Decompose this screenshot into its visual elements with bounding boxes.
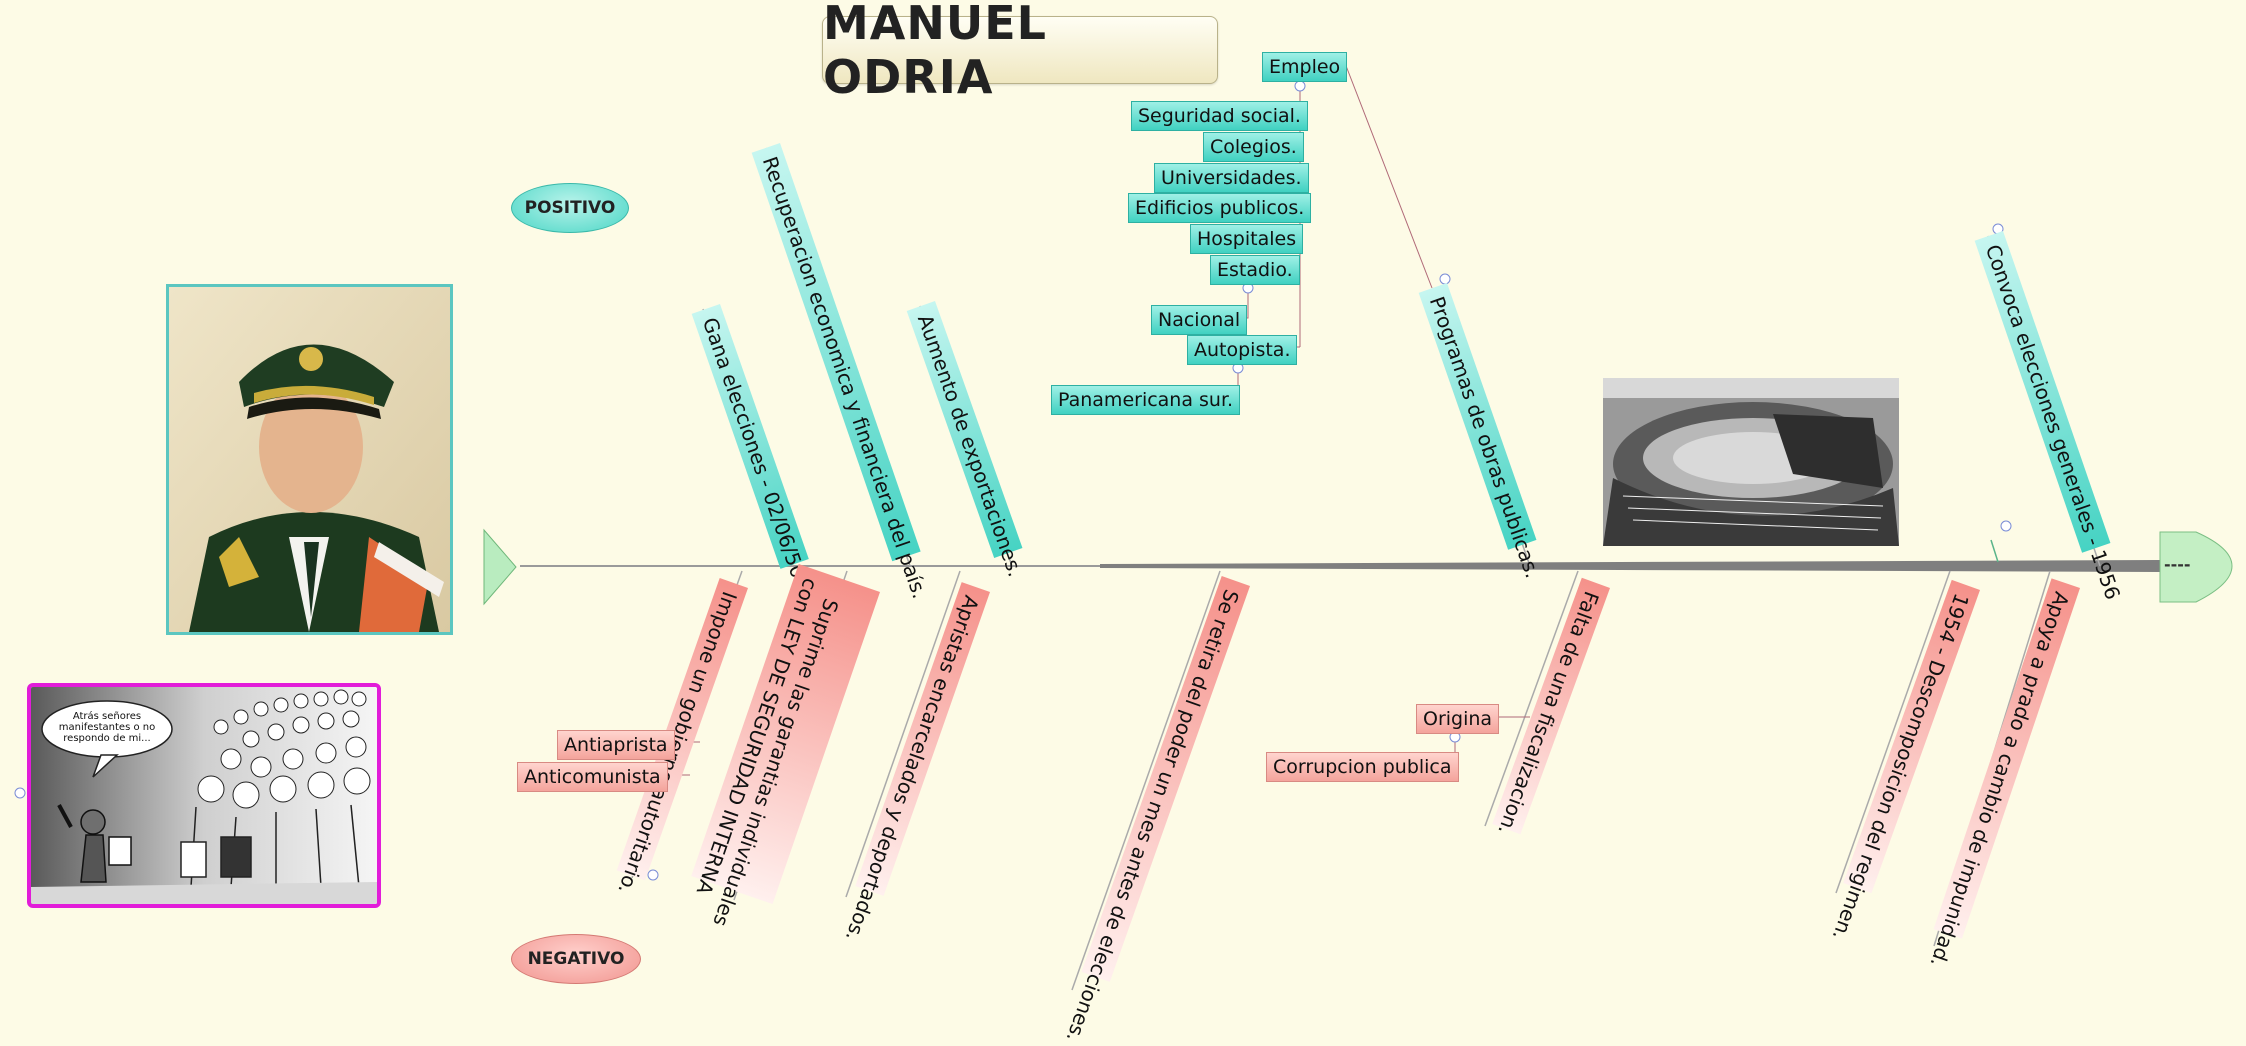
stadium-photo xyxy=(1603,378,1899,546)
topic-edificios-publicos[interactable]: Edificios publicos. xyxy=(1128,193,1312,223)
topic-estadio[interactable]: Estadio. xyxy=(1210,255,1300,285)
spine-head xyxy=(2159,531,2233,603)
odria-portrait xyxy=(166,284,453,635)
topic-autopista[interactable]: Autopista. xyxy=(1187,335,1298,365)
topic-anticomunista[interactable]: Anticomunista xyxy=(517,762,668,792)
head-label[interactable]: ---- xyxy=(2164,555,2191,574)
collapse-icon[interactable] xyxy=(1294,80,1306,92)
cartoon-image: Atrás señores manifestantes o no respond… xyxy=(27,683,381,908)
topic-colegios[interactable]: Colegios. xyxy=(1203,132,1304,162)
stadium-image xyxy=(1603,378,1899,546)
expand-icon[interactable] xyxy=(14,787,26,799)
bone-line xyxy=(845,570,961,898)
topic-corrupcion-publica[interactable]: Corrupcion publica xyxy=(1266,752,1459,782)
cartoon-speech: Atrás señores manifestantes o no respond… xyxy=(58,711,156,744)
topic-antiaprista[interactable]: Antiaprista xyxy=(557,730,675,760)
topic-universidades[interactable]: Universidades. xyxy=(1154,163,1309,193)
topic-panamericana-sur[interactable]: Panamericana sur. xyxy=(1051,385,1241,415)
title-box[interactable]: MANUEL ODRIA xyxy=(822,0,1218,104)
topic-nacional[interactable]: Nacional xyxy=(1151,305,1248,335)
bone-line xyxy=(1071,570,1221,991)
topic-origina[interactable]: Origina xyxy=(1416,704,1500,734)
spine-tail xyxy=(483,528,517,606)
bone-line xyxy=(1835,570,1951,894)
collapse-icon[interactable] xyxy=(647,869,659,881)
topic-empleo[interactable]: Empleo xyxy=(1262,52,1348,82)
expand-icon[interactable] xyxy=(2000,520,2012,532)
cartoon-drawing: Atrás señores manifestantes o no respond… xyxy=(31,687,377,904)
portrait-image xyxy=(169,287,450,632)
page-title: MANUEL ODRIA xyxy=(823,0,1047,104)
connector-empleo xyxy=(1342,57,1433,289)
negativo-label[interactable]: NEGATIVO xyxy=(511,934,641,984)
spine xyxy=(1100,560,2160,572)
bone-line xyxy=(1990,539,1999,563)
bone-line xyxy=(1484,570,1579,827)
topic-seguridad-social[interactable]: Seguridad social. xyxy=(1131,101,1308,131)
topic-hospitales[interactable]: Hospitales xyxy=(1190,224,1304,254)
positivo-label[interactable]: POSITIVO xyxy=(511,183,629,233)
